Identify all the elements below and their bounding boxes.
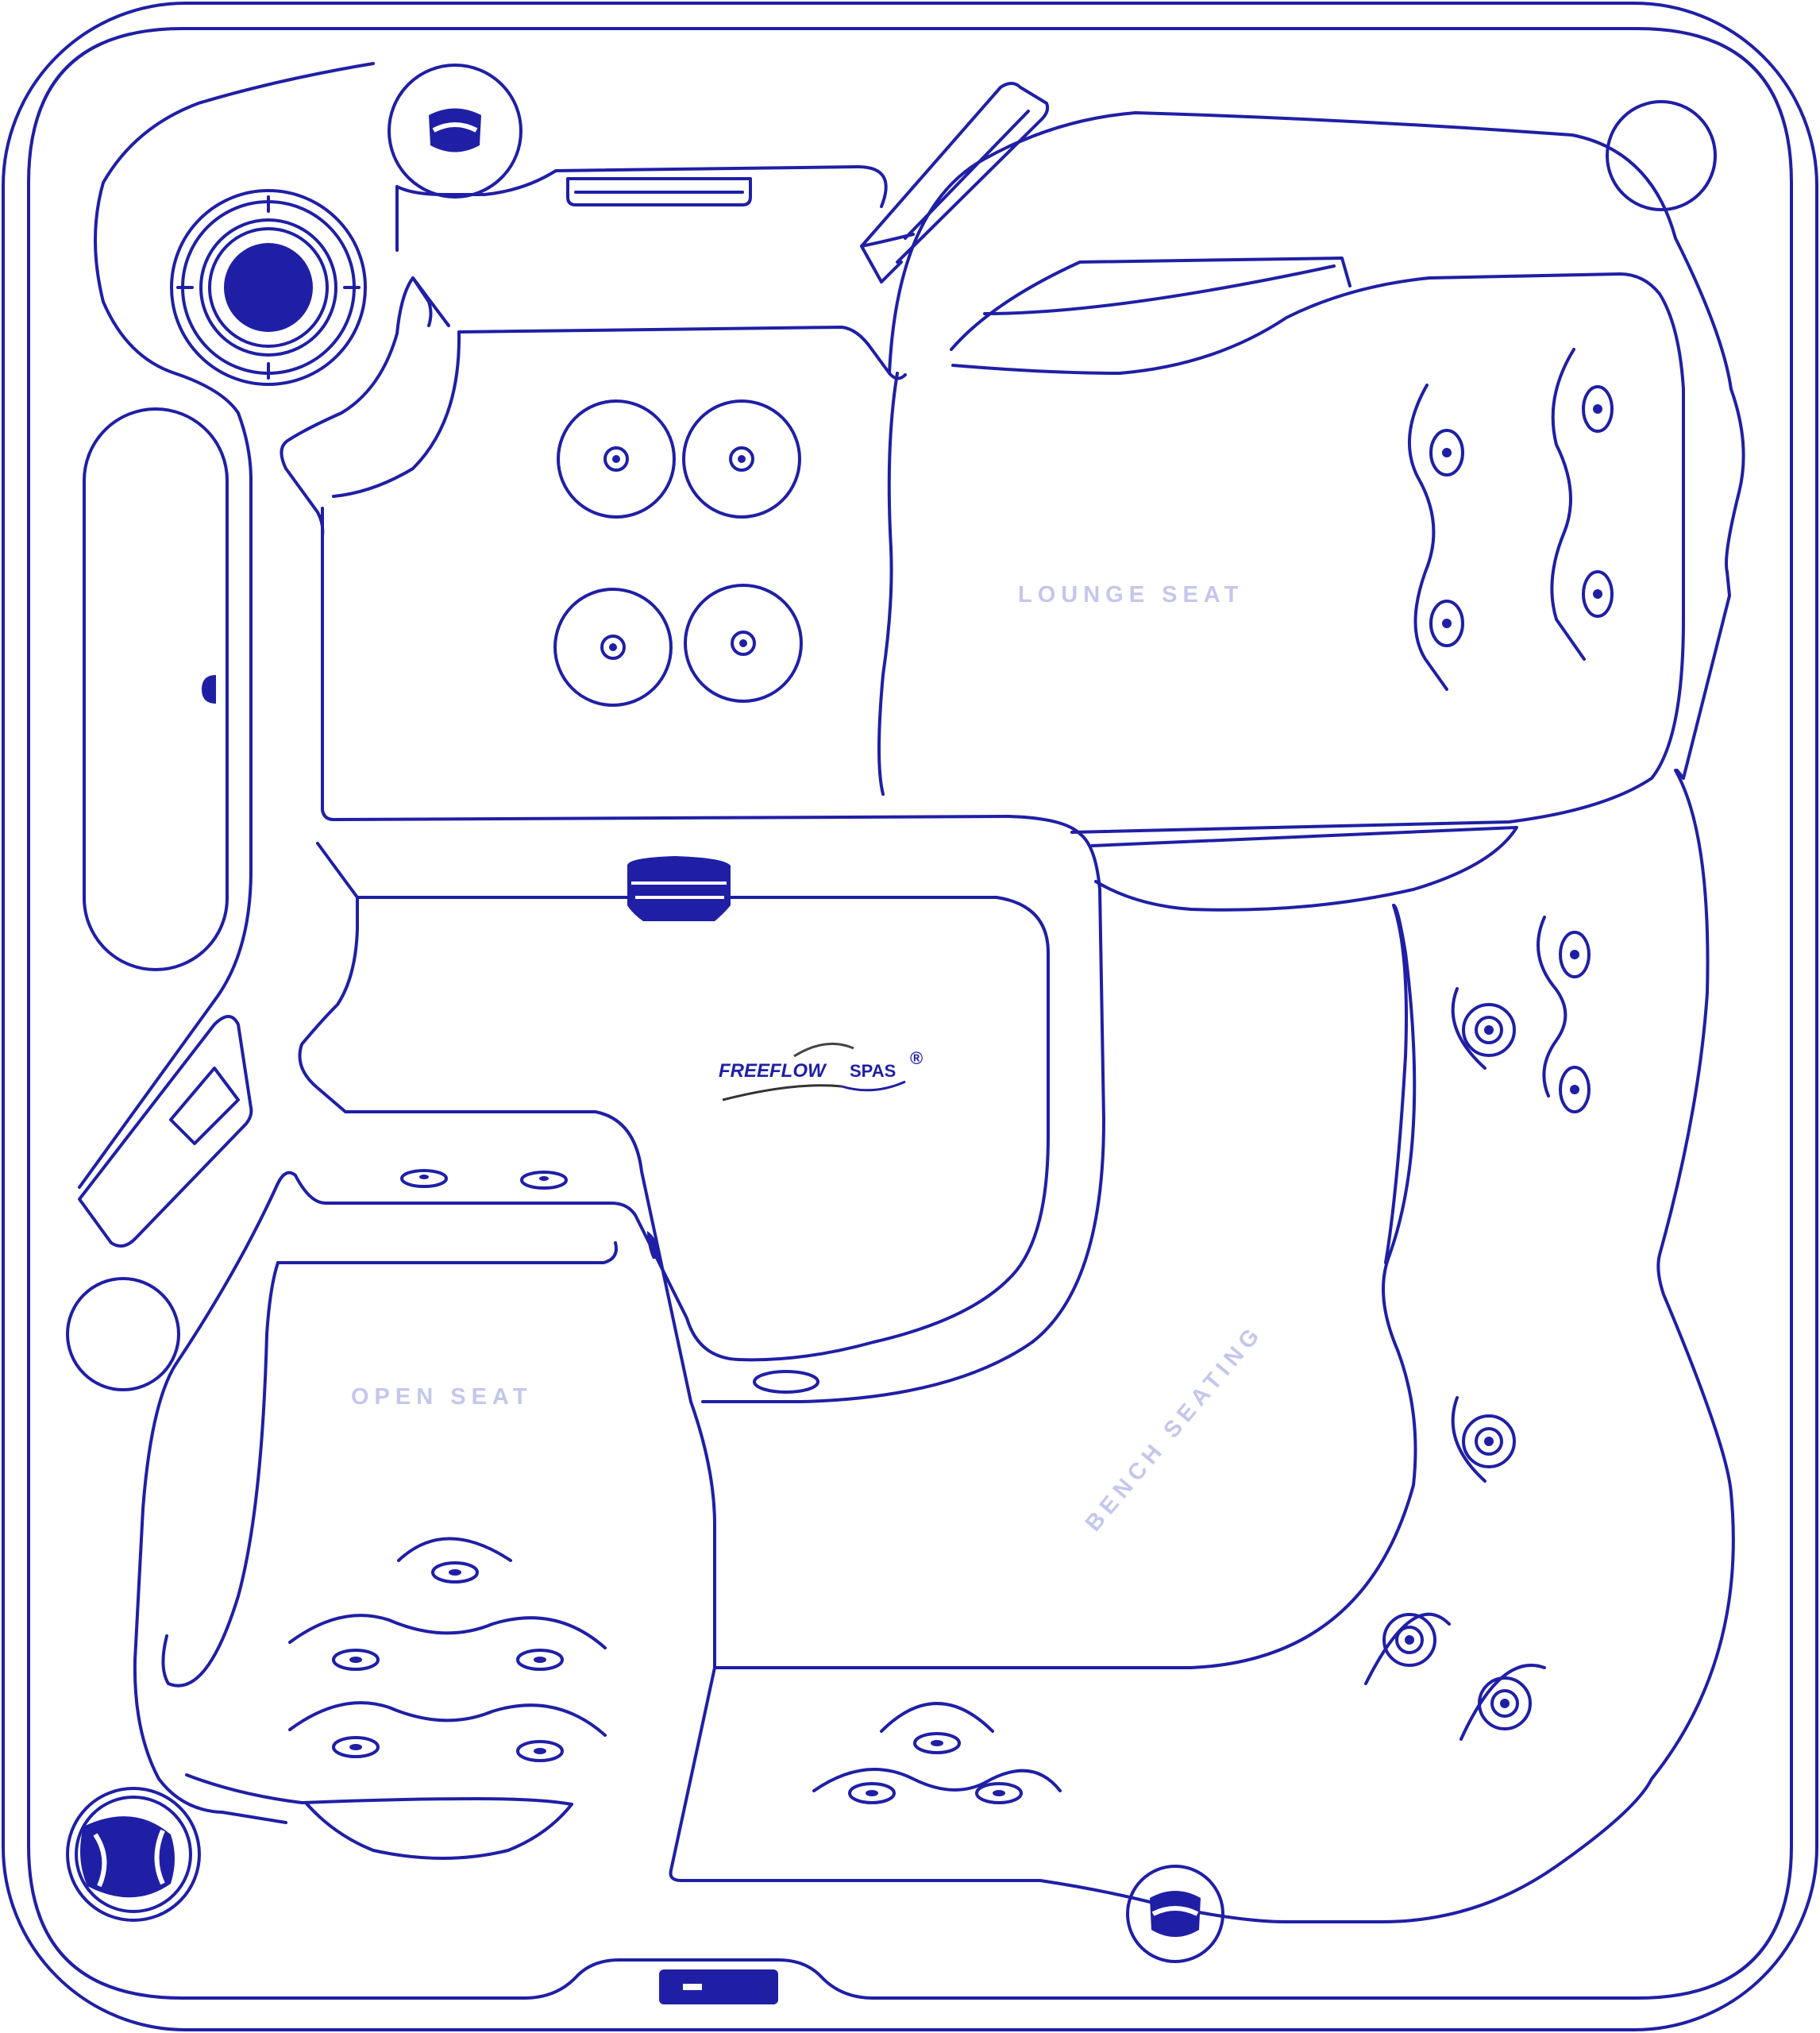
jet-nozzle-icon (1429, 429, 1464, 476)
massage-jet-icon (1459, 1663, 1546, 1741)
massage-jet-icon (1451, 1396, 1516, 1483)
left-angled-tray-inner (169, 1067, 240, 1145)
diverter-valve-bottom-left (66, 1787, 201, 1922)
jet-nozzle-icon (1582, 385, 1614, 433)
rotary-jet-icon (553, 588, 673, 707)
side-control-icon (647, 1231, 659, 1259)
left-outer-channel (78, 62, 375, 1189)
control-knob-icon (224, 243, 313, 332)
open-seat-label: OPEN SEAT (351, 1384, 532, 1410)
flat-jet-icon (516, 1649, 564, 1671)
freeflow-spas-logo: FREEFLOW SPAS ® (719, 1042, 923, 1101)
open-seat-jet-group (288, 1537, 607, 1762)
corner-cup-holder-top-right (1606, 100, 1717, 211)
spa-inner-rim (27, 27, 1793, 2000)
rotary-jet-icon (682, 399, 801, 519)
jet-nozzle-icon (1559, 1066, 1591, 1113)
bench-jet-group (812, 1702, 1062, 1804)
flat-jet-icon (332, 1736, 380, 1758)
bench-seating-label: BENCH SEATING (1081, 1320, 1268, 1537)
flat-jet-icon (431, 1561, 479, 1584)
jet-nozzle-icon (1429, 600, 1464, 647)
massage-jet-icon (1451, 987, 1516, 1070)
left-armrest-tray (83, 407, 229, 971)
filter-basket-icon (659, 1969, 778, 2004)
rotary-jet-icon (557, 399, 676, 519)
lounge-seat-outline (888, 111, 1745, 780)
flat-jet-icon (975, 1782, 1023, 1804)
massage-jet-icon (1364, 1612, 1451, 1685)
lounge-seat-label: LOUNGE SEAT (1018, 582, 1244, 608)
bench-side-jet-group (1364, 916, 1591, 1741)
bench-front (669, 769, 1735, 1923)
flat-jet-icon (400, 1169, 448, 1188)
open-seat-lip (304, 1801, 573, 1860)
logo-registered-mark: ® (910, 1048, 923, 1068)
top-skimmer (566, 177, 752, 206)
left-divider-path (280, 276, 450, 538)
mid-left-path (298, 842, 692, 1403)
flat-jet-icon (332, 1649, 380, 1671)
top-angled-lever (860, 82, 1050, 264)
flat-jet-icon (516, 1740, 564, 1762)
left-angled-tray (78, 1015, 253, 1248)
waterfall-jet-icon (627, 856, 731, 921)
open-seat-outline (133, 1171, 297, 1824)
logo-word-freeflow: FREEFLOW (719, 1060, 827, 1082)
air-valve-icon (429, 108, 481, 152)
side-latch-icon (202, 675, 216, 704)
control-dial-outer-ring (170, 189, 367, 386)
flat-jet-icon (913, 1732, 961, 1754)
therapy-jet-group (553, 399, 803, 707)
flat-jet-icon (520, 1171, 568, 1190)
jet-nozzle-icon (1582, 570, 1614, 618)
air-control-well (388, 64, 522, 199)
flat-jet-icon (753, 1370, 819, 1394)
diverter-valve-bottom (1126, 1865, 1224, 1963)
control-dial (170, 189, 367, 386)
flat-jet-icon (848, 1782, 896, 1804)
lounge-jet-group (1407, 348, 1614, 691)
jet-nozzle-icon (1559, 931, 1591, 978)
corner-cup-holder-left (66, 1277, 180, 1391)
filter-slot (683, 1984, 702, 1990)
logo-word-spas: SPAS (850, 1061, 896, 1081)
therapy-seat-outline (321, 326, 1105, 1403)
rotary-jet-icon (684, 584, 803, 703)
